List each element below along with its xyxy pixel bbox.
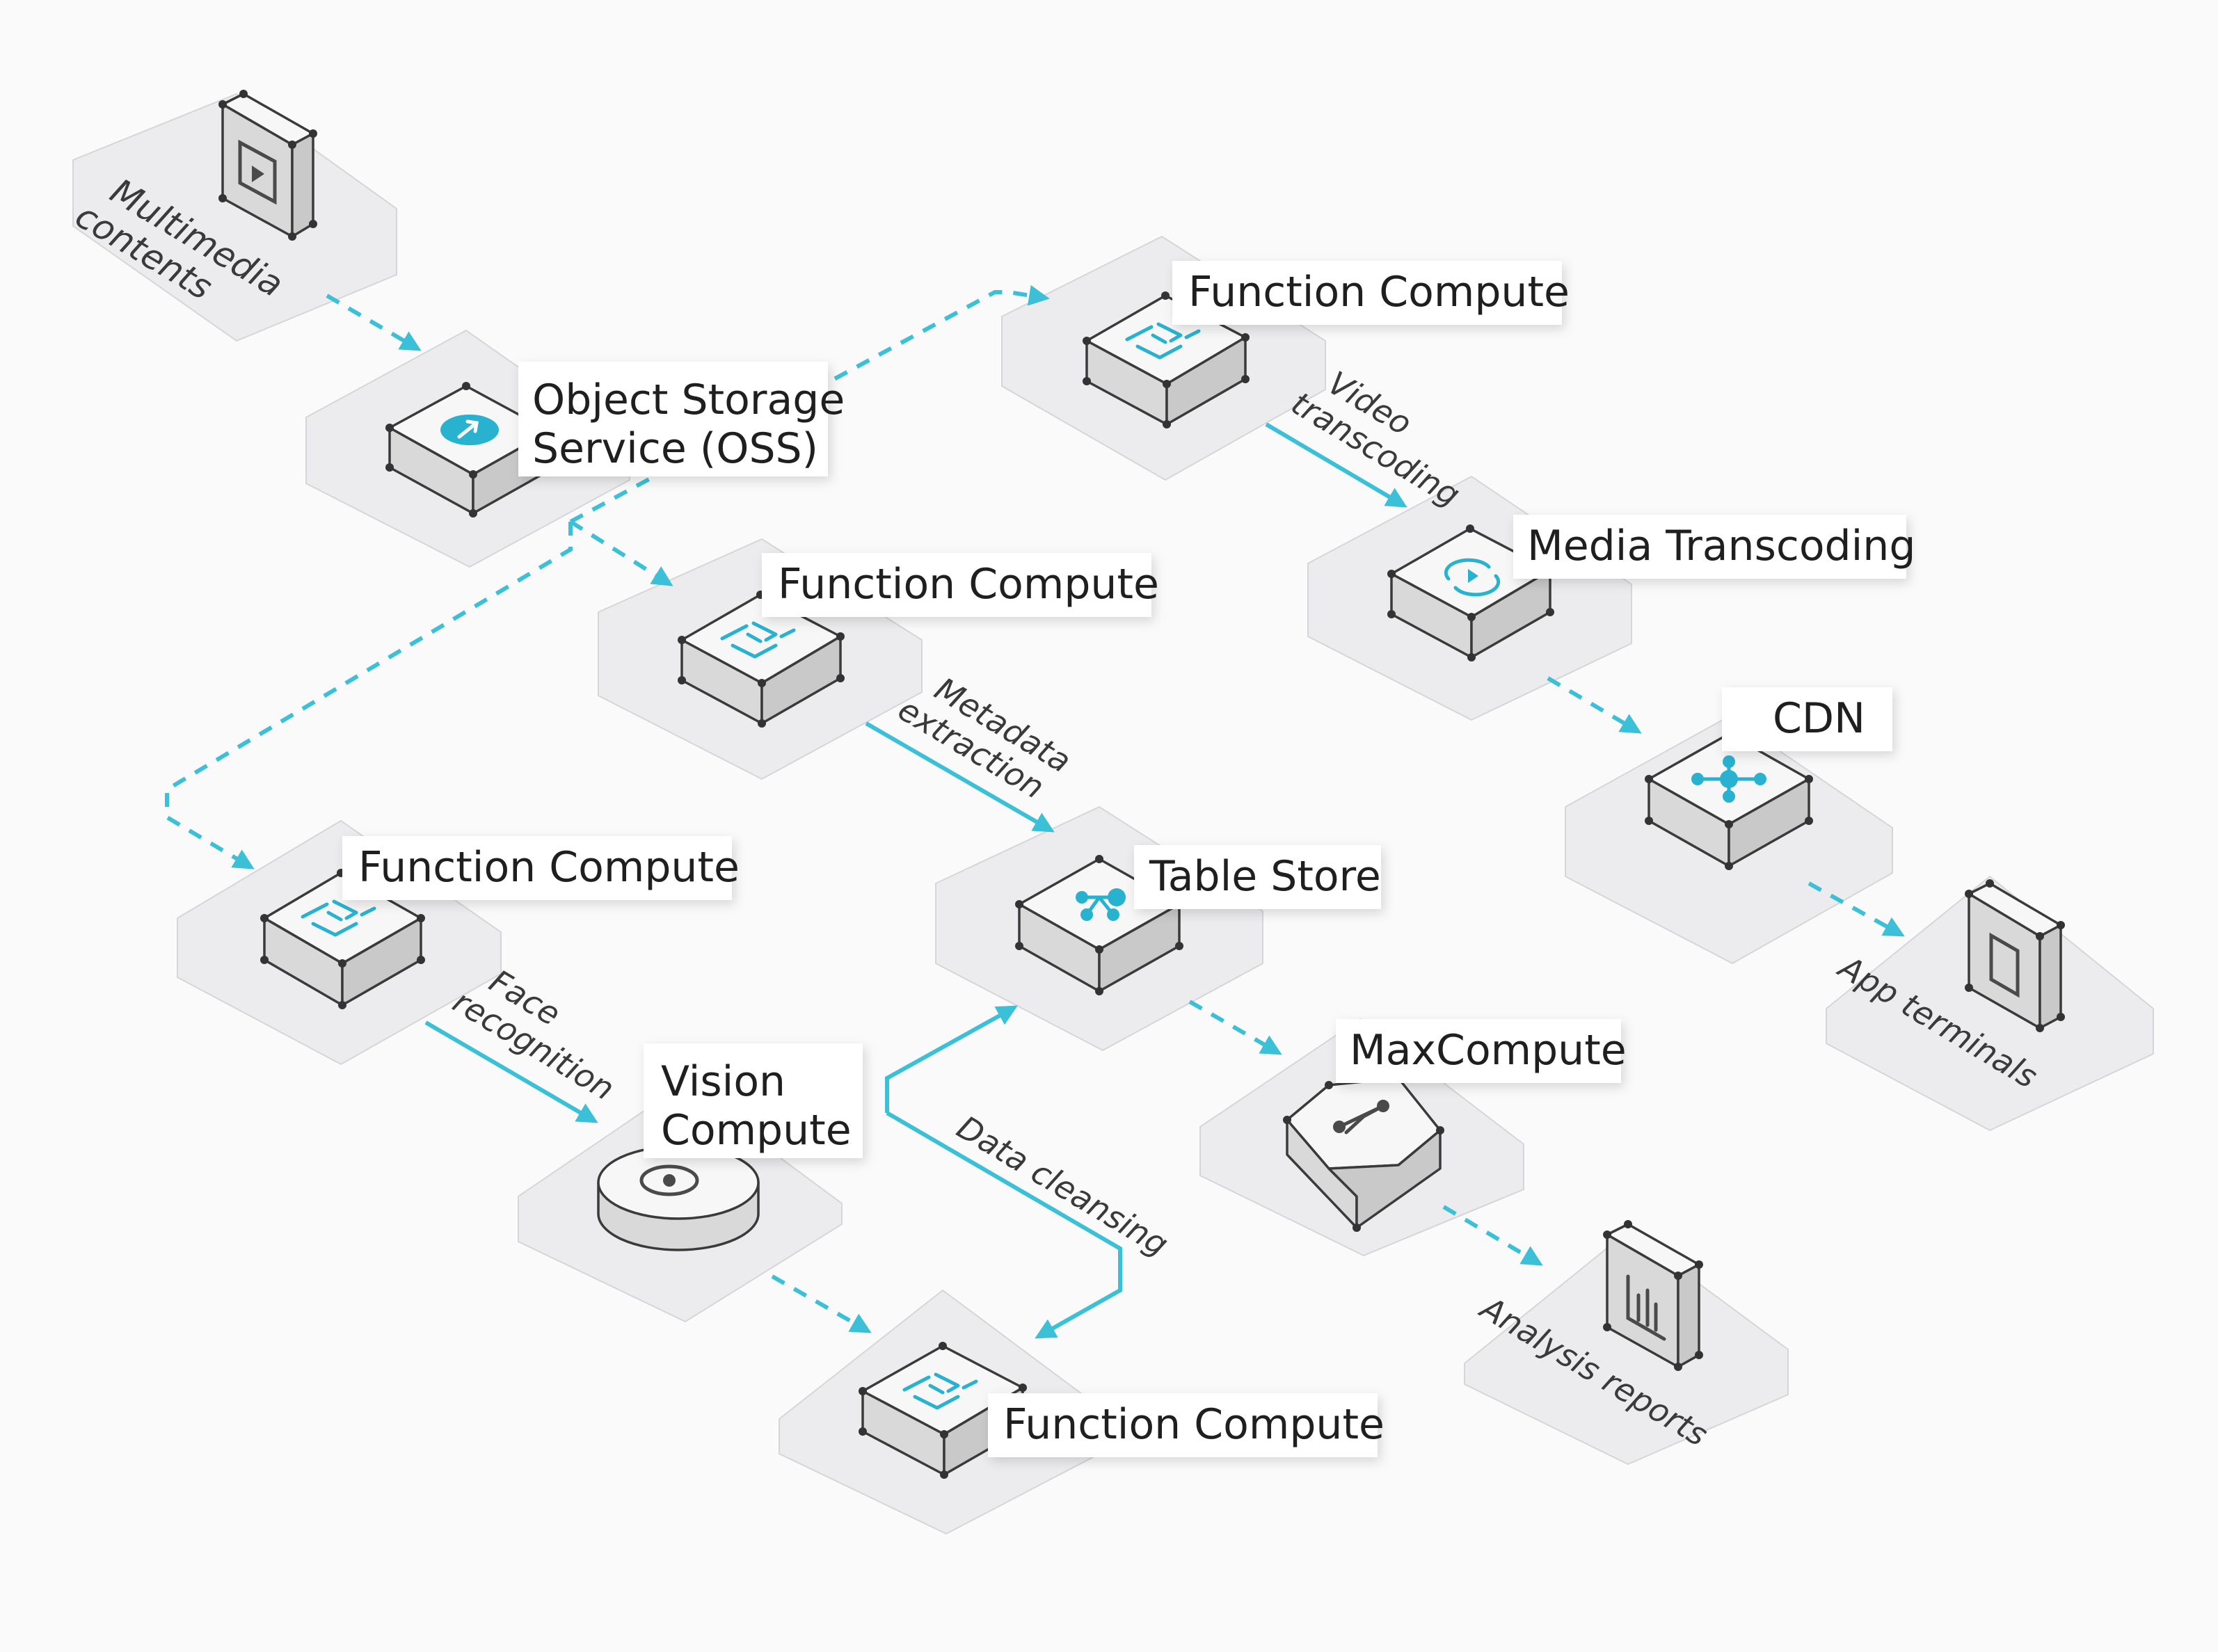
table-store-icon [1076, 888, 1126, 921]
flow-cdn-to-app [1808, 881, 1905, 937]
app-terminals-cabinet [1965, 879, 2065, 1032]
fc-left-label: Function Compute [358, 843, 740, 892]
flow-multimedia-to-oss [326, 294, 422, 351]
flow-vision-to-fc-bottom [771, 1274, 872, 1333]
transcode-cycle-icon [1444, 558, 1501, 597]
data-cleansing-label: Data cleansing [950, 1108, 1174, 1263]
hex-multimedia [72, 93, 397, 342]
tag-cdn: CDN [1722, 687, 1892, 751]
fc-top-label: Function Compute [1188, 268, 1570, 316]
flow-data-cleansing-up [885, 1005, 1018, 1113]
fc-bottom-label: Function Compute [1003, 1400, 1385, 1449]
flow-oss-to-fc-left [165, 522, 573, 869]
flow-oss-to-fc-mid [569, 520, 673, 586]
maxcompute-label: MaxCompute [1350, 1026, 1627, 1075]
bar-chart-icon [1626, 1274, 1666, 1341]
analysis-reports-cabinet [1603, 1220, 1703, 1371]
network-hub-icon [1691, 755, 1766, 803]
tag-fc-mid: Function Compute [762, 553, 1159, 617]
tag-table-store: Table Store [1134, 845, 1381, 909]
tag-fc-left: Function Compute [342, 836, 740, 900]
tag-fc-bottom: Function Compute [988, 1393, 1385, 1457]
multimedia-cabinet [218, 90, 317, 241]
tag-fc-top: Function Compute [1172, 261, 1570, 325]
fc-mid-box [678, 591, 845, 728]
function-compute-icon [902, 1372, 978, 1410]
flow-data-cleansing-down [886, 1111, 1122, 1339]
flow-maxcompute-to-analysis [1442, 1205, 1543, 1266]
fc-bottom-box [859, 1342, 1027, 1479]
tag-media-transcoding: Media Transcoding [1513, 515, 1915, 579]
oss-label-line1: Object Storage [532, 376, 845, 424]
tag-maxcompute: MaxCompute [1336, 1019, 1627, 1083]
function-compute-icon [720, 621, 796, 659]
hexagon-tiles [72, 93, 2154, 1535]
flow-oss-to-fc-top [569, 284, 1050, 524]
maxcompute-box [1283, 1074, 1444, 1232]
flow-metadata-extraction [865, 721, 1055, 833]
flow-video-transcoding [1265, 422, 1407, 508]
vision-label-line1: Vision [661, 1057, 785, 1106]
media-transcoding-label: Media Transcoding [1527, 522, 1915, 570]
oss-label-line2: Service (OSS) [532, 424, 818, 473]
fc-mid-label: Function Compute [778, 560, 1159, 609]
vision-label-line2: Compute [661, 1106, 852, 1155]
flow-face-recognition [424, 1020, 598, 1123]
upload-cloud-icon [440, 415, 499, 445]
name-tags: Object Storage Service (OSS) Function Co… [342, 261, 1915, 1457]
vision-compute-disc [597, 1145, 760, 1251]
function-compute-icon [301, 899, 376, 937]
eye-icon [639, 1164, 699, 1196]
function-compute-icon [1125, 322, 1201, 360]
media-transcoding-box [1387, 524, 1554, 661]
hex-app-terminals [1826, 875, 2154, 1132]
flow-table-to-maxcompute [1188, 1000, 1282, 1055]
cdn-label: CDN [1773, 694, 1865, 743]
tag-oss: Object Storage Service (OSS) [518, 362, 845, 476]
maxcompute-graph-icon [1333, 1100, 1389, 1134]
cdn-box [1645, 730, 1813, 870]
smartphone-icon [1989, 932, 2020, 998]
flow-mts-to-cdn [1547, 676, 1642, 734]
flow-lines [165, 284, 1905, 1339]
table-store-label: Table Store [1149, 852, 1381, 901]
video-file-icon [238, 139, 277, 205]
fc-left-box [260, 869, 425, 1009]
tag-vision-compute: Vision Compute [644, 1043, 863, 1158]
